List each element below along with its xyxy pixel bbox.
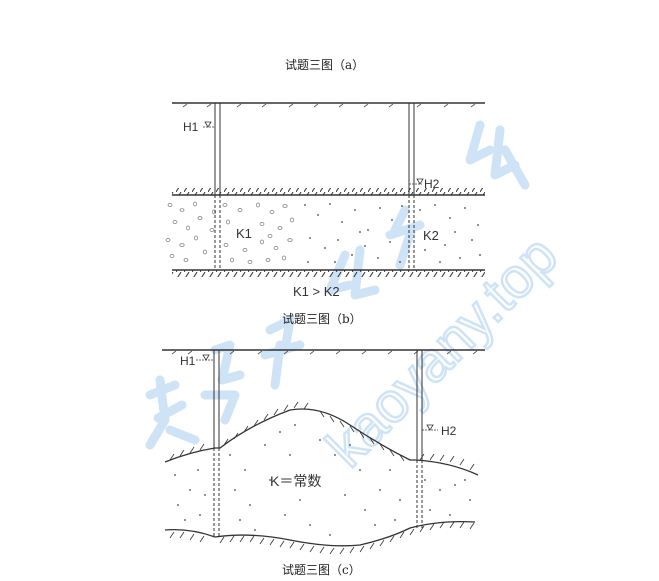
label-k-relation: K1 > K2 xyxy=(293,284,340,299)
ground-marks-a xyxy=(182,103,476,108)
sand-zone-k2 xyxy=(304,203,481,263)
well-2-c xyxy=(416,350,423,528)
aquifer-top-hatch xyxy=(172,188,485,195)
label-k1: K1 xyxy=(236,226,252,241)
label-h2-a: H2 xyxy=(424,177,440,191)
water-level-h1-c: H1 xyxy=(180,354,214,368)
label-k2: K2 xyxy=(423,228,439,243)
aquifer-bottom-c xyxy=(164,520,476,547)
aquifer-bottom-hatch-c xyxy=(169,521,475,555)
aquifer-top-hatch-c xyxy=(169,401,475,471)
ground-marks-c xyxy=(171,350,478,355)
label-h2-c: H2 xyxy=(441,424,457,438)
well-2-a xyxy=(408,103,415,270)
watermark-chinese-glyphs xyxy=(145,120,530,450)
aquifer-bottom-hatch xyxy=(172,270,485,277)
aquifer-top-c xyxy=(164,408,479,476)
water-level-h2-c: H2 xyxy=(422,424,457,438)
label-h1-a: H1 xyxy=(183,120,199,134)
figure-a-caption: 试题三图（a） xyxy=(285,58,365,72)
label-k-constant: K＝常数 xyxy=(270,473,321,489)
figure-c-caption: 试题三图（c） xyxy=(282,563,361,577)
well-1-a xyxy=(214,103,221,270)
sand-zone-c xyxy=(174,424,471,536)
water-level-h1-a: H1 xyxy=(183,120,215,134)
well-1-c xyxy=(213,350,220,537)
gravel-zone-k1 xyxy=(165,201,295,264)
water-level-h2-a: H2 xyxy=(409,177,440,191)
figure-b-caption: 试题三图（b） xyxy=(282,312,362,326)
label-h1-c: H1 xyxy=(180,354,196,368)
